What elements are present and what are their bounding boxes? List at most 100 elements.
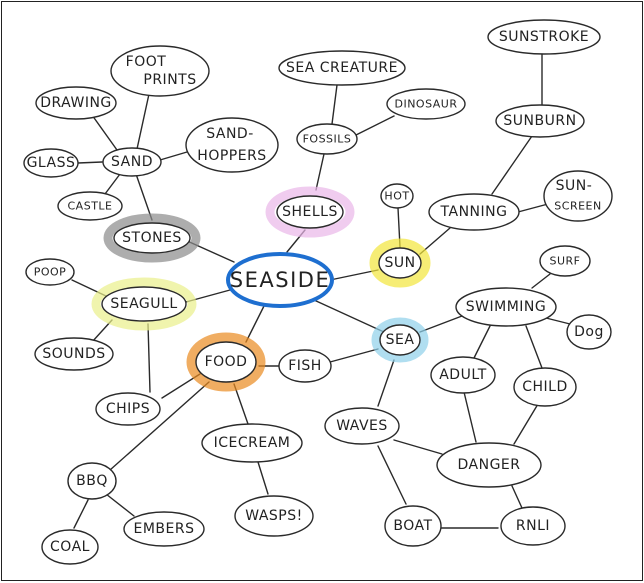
node-dog[interactable]: Dog [566, 314, 612, 350]
edge-food-bbq [109, 381, 210, 471]
node-surf[interactable]: SURF [539, 245, 591, 277]
highlight-food [186, 332, 266, 392]
node-sand[interactable]: SAND [102, 147, 162, 177]
node-dinosaur[interactable]: DINOSAUR [386, 88, 466, 120]
edge-fossils-dinosaur [353, 115, 395, 137]
edge-adult-danger [463, 391, 477, 443]
node-drawing-label: DRAWING [40, 95, 112, 111]
edge-sand-sandhoppers [159, 151, 188, 161]
edge-stones-sand [135, 173, 153, 221]
edge-shells-fossils [315, 153, 325, 191]
node-sun[interactable]: SUN [378, 247, 422, 279]
node-sounds[interactable]: SOUNDS [34, 337, 114, 371]
node-bbq-label: BBQ [76, 473, 108, 489]
node-dog-label: Dog [574, 324, 604, 340]
node-footprints-label-2: PRINTS [143, 72, 196, 88]
node-icecream[interactable]: ICECREAM [201, 423, 303, 463]
node-danger-label: DANGER [457, 457, 520, 473]
node-castle[interactable]: CASTLE [57, 191, 123, 221]
edge-fossils-seacreature [331, 84, 338, 125]
node-sounds-label: SOUNDS [42, 346, 105, 362]
node-drawing[interactable]: DRAWING [35, 86, 117, 120]
node-rnli[interactable]: RNLI [500, 506, 566, 546]
node-boat-label: BOAT [393, 518, 432, 534]
node-poop[interactable]: POOP [25, 258, 75, 286]
node-fossils-label: FOSSILS [303, 133, 352, 146]
node-adult[interactable]: ADULT [430, 356, 496, 394]
node-boat[interactable]: BOAT [384, 505, 442, 547]
node-sunscreen[interactable]: SUN- SCREEN [543, 170, 613, 222]
edge-waves-boat [377, 445, 407, 505]
node-fish[interactable]: FISH [278, 349, 332, 383]
node-sunscreen-label-1: SUN- [556, 178, 593, 194]
highlight-seagull [91, 277, 197, 331]
edge-tanning-sunburn [491, 135, 533, 195]
node-sea-label: SEA [386, 332, 415, 348]
edge-fish-sea [329, 348, 379, 363]
edge-sand-glass [77, 161, 103, 164]
node-tanning-label: TANNING [440, 204, 508, 220]
edge-icecream-wasps [257, 461, 269, 495]
node-waves[interactable]: WAVES [324, 407, 400, 445]
edge-swimming-adult [473, 325, 491, 359]
node-sunscreen-label-2: SCREEN [554, 200, 601, 213]
node-child-label: CHILD [522, 379, 568, 395]
node-sand-label: SAND [111, 154, 153, 170]
node-chips[interactable]: CHIPS [95, 392, 161, 426]
edge-seaside-sun [329, 269, 379, 281]
mind-map-edges [71, 53, 571, 529]
node-seaside[interactable]: SEASIDE [226, 252, 334, 308]
node-food[interactable]: FOOD [195, 341, 257, 383]
node-danger[interactable]: DANGER [436, 442, 542, 488]
node-sunburn-label: SUNBURN [503, 113, 576, 129]
node-surf-label: SURF [549, 255, 580, 268]
node-adult-label: ADULT [439, 367, 487, 383]
edge-bbq-embers [105, 493, 135, 517]
node-tanning[interactable]: TANNING [428, 193, 520, 231]
node-sandhoppers[interactable]: SAND- HOPPERS [185, 117, 279, 173]
edge-sand-drawing [91, 114, 118, 151]
edge-seaside-food [245, 301, 267, 343]
node-seagull-label: SEAGULL [110, 296, 177, 312]
node-hot[interactable]: HOT [380, 183, 414, 209]
edge-child-danger [513, 403, 539, 445]
edge-seaside-sea [313, 299, 385, 333]
edge-sea-swimming [419, 315, 463, 333]
node-coal[interactable]: COAL [41, 529, 99, 565]
node-wasps[interactable]: WASPS! [234, 495, 314, 537]
node-sandhoppers-label-1: SAND- [206, 126, 254, 142]
node-sea-creature[interactable]: SEA CREATURE [278, 50, 406, 86]
node-embers-label: EMBERS [134, 521, 195, 537]
edge-danger-rnli [511, 485, 523, 509]
node-stones[interactable]: STONES [113, 222, 191, 254]
highlight-stones [103, 213, 201, 263]
node-embers[interactable]: EMBERS [123, 511, 205, 547]
edge-waves-danger [393, 439, 443, 455]
node-footprints[interactable]: FOOT PRINTS [110, 45, 210, 97]
node-bbq[interactable]: BBQ [67, 462, 117, 500]
node-glass[interactable]: GLASS [23, 148, 79, 178]
node-seaside-label: SEASIDE [230, 268, 330, 292]
node-swimming[interactable]: SWIMMING [455, 287, 557, 327]
highlight-rings [91, 186, 431, 392]
node-stones-label: STONES [122, 230, 182, 246]
node-footprints-label-1: FOOT [126, 54, 167, 70]
node-fossils[interactable]: FOSSILS [296, 123, 358, 155]
edge-sea-waves [377, 359, 395, 407]
node-sea-creature-label: SEA CREATURE [286, 60, 398, 76]
node-sunburn[interactable]: SUNBURN [495, 104, 585, 138]
node-fish-label: FISH [288, 358, 322, 374]
highlight-sun [369, 238, 431, 288]
node-rnli-label: RNLI [516, 518, 550, 534]
edge-sand-footprints [136, 93, 150, 150]
node-icecream-label: ICECREAM [214, 435, 291, 451]
node-child[interactable]: CHILD [513, 367, 577, 407]
node-seagull[interactable]: SEAGULL [101, 286, 187, 322]
node-wasps-label: WASPS! [245, 508, 302, 524]
node-sea[interactable]: SEA [379, 324, 421, 356]
node-sunstroke[interactable]: SUNSTROKE [487, 19, 601, 55]
node-shells[interactable]: SHELLS [276, 195, 344, 229]
edge-tanning-sunscreen [517, 203, 549, 213]
